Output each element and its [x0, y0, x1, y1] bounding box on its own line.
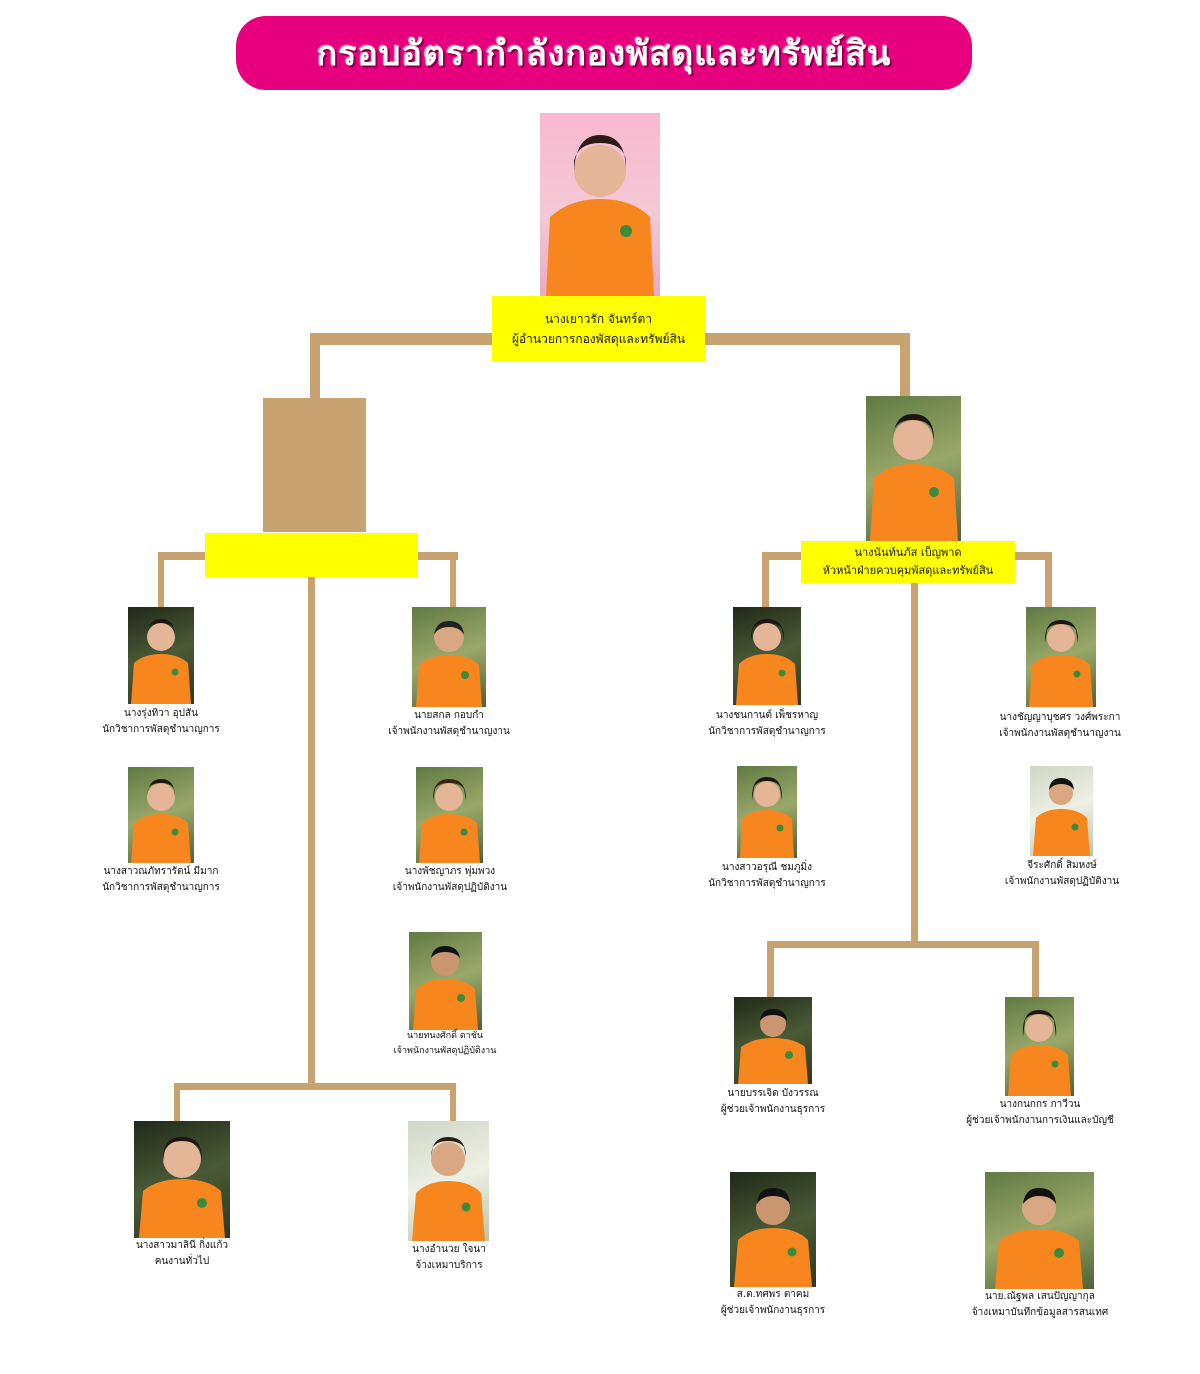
connector-line [911, 582, 918, 947]
staff-name: นางอำนวย ใจนา [412, 1244, 486, 1255]
staff-position: เจ้าพนักงานพัสดุปฏิบัติงาน [1004, 876, 1120, 887]
chart-title: กรอบอัตรากำลังกองพัสดุและทรัพย์สิน [316, 34, 892, 74]
connector-line [158, 552, 164, 608]
director-name: นางเยาวรัก จันทร์ตา [544, 312, 653, 326]
staff-photo [1005, 997, 1074, 1096]
staff-name: นางชนกานต์ เพ็ชรหาญ [715, 710, 819, 721]
staff-caption: นางอำนวย ใจนา จ้างเหมาบริการ [384, 1242, 514, 1274]
left-group-head-label [205, 533, 418, 577]
staff-position: นักวิชาการพัสดุชำนาญการ [708, 878, 826, 889]
vacant-photo-placeholder [263, 398, 366, 532]
staff-name: นายบรรเจิด บังวรรณ [727, 1088, 819, 1099]
staff-position: นักวิชาการพัสดุชำนาญการ [102, 724, 220, 735]
connector-line [1045, 552, 1052, 608]
staff-caption: นางสาวอรุณี ชมภูมิ่ง นักวิชาการพัสดุชำนา… [698, 860, 836, 892]
staff-photo [985, 1172, 1094, 1289]
staff-caption: นายสกล กอบกำ เจ้าพนักงานพัสดุชำนาญงาน [378, 708, 520, 740]
staff-photo [408, 1121, 489, 1241]
staff-photo [412, 607, 486, 707]
staff-name: นายทนงศักดิ์ ดาชัน [407, 1031, 483, 1041]
staff-name: นางสาวณภัทรารัตน์ มีมาก [103, 866, 219, 877]
staff-caption: นายทนงศักดิ์ ดาชัน เจ้าพนักงานพัสดุปฏิบั… [378, 1029, 512, 1059]
staff-caption: นางรุ่งทิวา อุปสัน นักวิชาการพัสดุชำนาญก… [96, 706, 226, 738]
connector-line [310, 333, 320, 401]
staff-name: นางกนกกร กาวีวน [999, 1099, 1081, 1110]
staff-caption: จีระศักดิ์ สิมหงษ์ เจ้าพนักงานพัสดุปฏิบั… [994, 858, 1130, 890]
staff-photo [733, 607, 801, 705]
staff-name: นางสาวอรุณี ชมภูมิ่ง [722, 862, 812, 873]
director-label: นางเยาวรัก จันทร์ตา ผู้อำนวยการกองพัสดุแ… [492, 296, 705, 362]
director-photo [540, 113, 660, 297]
staff-photo [134, 1121, 230, 1238]
staff-photo [734, 997, 812, 1084]
staff-photo [128, 607, 194, 704]
staff-position: ผู้ช่วยเจ้าพนักงานธุรการ [720, 1104, 826, 1115]
director-position: ผู้อำนวยการกองพัสดุและทรัพย์สิน [511, 332, 686, 346]
staff-caption: นายบรรเจิด บังวรรณ ผู้ช่วยเจ้าพนักงานธุร… [708, 1086, 838, 1118]
connector-line [450, 552, 456, 608]
staff-photo [1026, 607, 1096, 707]
staff-caption: นางกนกกร กาวีวน ผู้ช่วยเจ้าพนักงานการเงิ… [964, 1097, 1116, 1129]
staff-caption: ส.ต.ทศพร ตาคม ผู้ช่วยเจ้าพนักงานธุรการ [708, 1287, 838, 1319]
staff-photo [416, 767, 483, 863]
staff-position: จ้างเหมาบริการ [415, 1260, 483, 1271]
staff-photo [1030, 766, 1093, 856]
staff-name: นางพัชญาภร พุ่มพวง [404, 866, 496, 877]
staff-position: เจ้าพนักงานพัสดุปฏิบัติงาน [392, 882, 508, 893]
staff-position: เจ้าพนักงานพัสดุชำนาญงาน [388, 726, 510, 737]
staff-position: คนงานทั่วไป [154, 1256, 210, 1267]
connector-line [767, 941, 1039, 948]
connector-line [174, 1083, 456, 1090]
right-group-head-position: หัวหน้าฝ่ายควบคุมพัสดุและทรัพย์สิน [822, 564, 994, 577]
connector-line [1032, 941, 1039, 999]
staff-position: เจ้าพนักงานพัสดุปฏิบัติงาน [393, 1046, 497, 1056]
staff-name: ส.ต.ทศพร ตาคม [736, 1289, 810, 1300]
staff-photo [730, 1172, 816, 1287]
staff-position: นักวิชาการพัสดุชำนาญการ [102, 882, 220, 893]
staff-position: เจ้าพนักงานพัสดุชำนาญงาน [999, 728, 1121, 739]
connector-line [762, 552, 769, 608]
staff-position: ผู้ช่วยเจ้าพนักงานการเงินและบัญชี [966, 1115, 1114, 1126]
staff-caption: นางสาวณภัทรารัตน์ มีมาก นักวิชาการพัสดุช… [91, 864, 231, 896]
staff-name: นางสาวมาลินี กิ่งแก้ว [135, 1240, 229, 1251]
right-group-head-label: นางนันท์นภัส เบ็ญพาด หัวหน้าฝ่ายควบคุมพั… [801, 541, 1015, 583]
staff-name: นางชัญญาบุชศร วงศ์พระกา [999, 712, 1121, 723]
connector-line [174, 1083, 180, 1123]
connector-line [900, 333, 910, 401]
staff-caption: นางชนกานต์ เพ็ชรหาญ นักวิชาการพัสดุชำนาญ… [700, 708, 834, 740]
staff-photo [737, 766, 797, 858]
staff-photo [128, 767, 194, 863]
staff-photo [409, 932, 482, 1030]
staff-caption: นาย.ณัฐพล เสนปัญญากุล จ้างเหมาบันทึกข้อม… [966, 1289, 1114, 1321]
staff-name: นางรุ่งทิวา อุปสัน [124, 708, 198, 719]
title-banner: กรอบอัตรากำลังกองพัสดุและทรัพย์สิน [236, 16, 972, 90]
staff-name: จีระศักดิ์ สิมหงษ์ [1027, 860, 1097, 871]
staff-position: นักวิชาการพัสดุชำนาญการ [708, 726, 826, 737]
right-group-head-name: นางนันท์นภัส เบ็ญพาด [854, 546, 962, 559]
staff-caption: นางสาวมาลินี กิ่งแก้ว คนงานทั่วไป [122, 1238, 242, 1270]
connector-line [308, 576, 315, 1088]
connector-line [767, 941, 774, 999]
staff-caption: นางพัชญาภร พุ่มพวง เจ้าพนักงานพัสดุปฏิบั… [382, 864, 518, 896]
connector-line [450, 1083, 456, 1123]
staff-position: ผู้ช่วยเจ้าพนักงานธุรการ [720, 1305, 826, 1316]
staff-name: นายสกล กอบกำ [414, 710, 484, 721]
staff-caption: นางชัญญาบุชศร วงศ์พระกา เจ้าพนักงานพัสดุ… [990, 710, 1130, 742]
staff-position: จ้างเหมาบันทึกข้อมูลสารสนเทศ [971, 1307, 1109, 1318]
staff-name: นาย.ณัฐพล เสนปัญญากุล [985, 1291, 1095, 1302]
right-group-head-photo [866, 396, 961, 541]
